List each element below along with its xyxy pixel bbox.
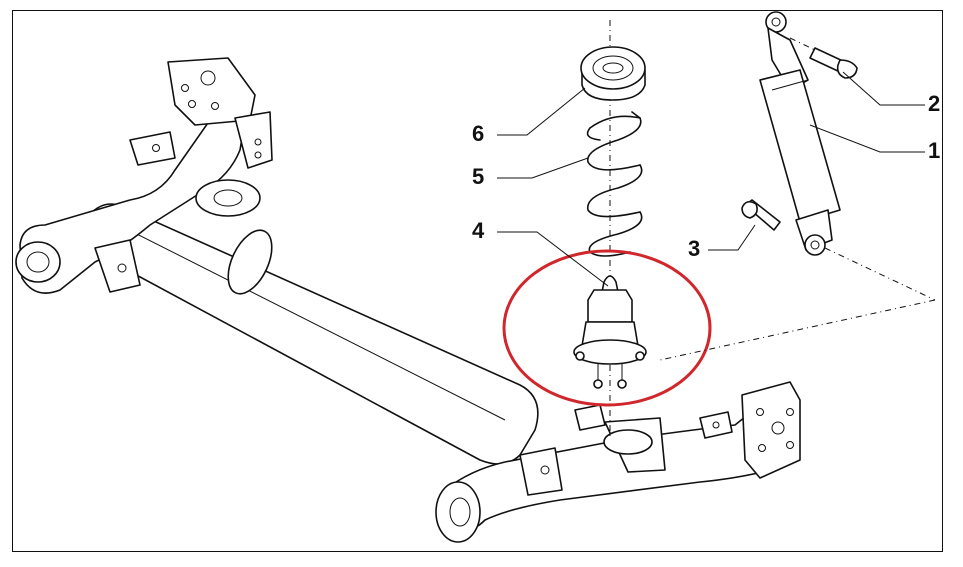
callout-4: 4 [472,218,485,243]
callout-3: 3 [688,236,700,261]
callout-2: 2 [928,91,940,116]
shock-absorber [659,11,936,361]
bump-stop [573,275,647,389]
callout-5: 5 [472,164,484,189]
shock-upper-bolt [789,37,858,79]
callout-1: 1 [928,138,940,163]
leader-lines [497,71,925,287]
highlight-circle [502,249,712,407]
callout-6: 6 [472,121,484,146]
coil-spring [586,111,643,257]
shock-lower-bolt [741,199,781,231]
upper-spring-seat [580,46,646,101]
rear-axle-beam [15,57,801,543]
